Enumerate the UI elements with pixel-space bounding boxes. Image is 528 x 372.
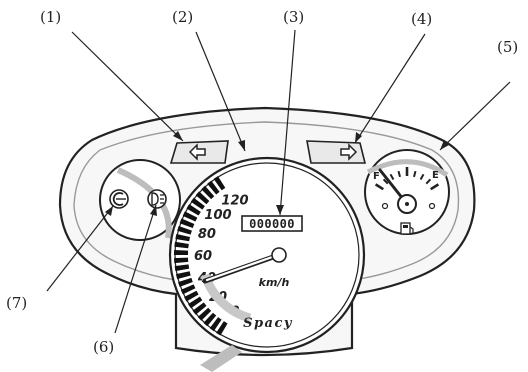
speed-scale-segment bbox=[190, 197, 205, 210]
speed-scale-segment bbox=[209, 317, 222, 332]
leader-lines bbox=[46, 29, 511, 334]
callout-1: (1) bbox=[40, 8, 62, 26]
brand-logo: Spacy bbox=[243, 316, 293, 331]
speed-scale-segment bbox=[186, 204, 201, 216]
panel-inner-rim bbox=[73, 121, 460, 281]
callout-arrowheads bbox=[105, 131, 449, 216]
callout-6: (6) bbox=[93, 338, 115, 356]
indicator-pod bbox=[99, 159, 181, 241]
speed-scale-segment bbox=[174, 241, 189, 249]
callout-2: (2) bbox=[172, 8, 194, 26]
fuel-gauge-tick bbox=[382, 178, 389, 185]
speed-scale-segment bbox=[182, 211, 198, 222]
speed-scale-label: 120 bbox=[221, 194, 248, 209]
speed-scale-segment bbox=[195, 191, 210, 205]
callout-4: (4) bbox=[411, 10, 433, 28]
speed-scale-segment bbox=[192, 302, 207, 315]
right-turn-indicator-icon bbox=[306, 140, 367, 164]
speed-unit-label: km/h bbox=[259, 276, 290, 289]
speedometer-hub bbox=[271, 247, 287, 263]
fuel-gauge-scale bbox=[374, 167, 440, 191]
fuel-gauge-pod bbox=[364, 149, 450, 235]
speed-scale-segment bbox=[184, 290, 199, 302]
fuel-gauge-tick bbox=[374, 183, 384, 191]
fuel-pump-icon bbox=[400, 222, 414, 235]
speedometer-scale bbox=[173, 176, 228, 336]
callout-7: (7) bbox=[6, 294, 28, 312]
speed-scale-segment bbox=[201, 185, 215, 200]
speed-scale-segment bbox=[174, 264, 190, 272]
speed-scale-segment bbox=[203, 312, 217, 327]
speed-scale-segment bbox=[213, 176, 226, 191]
speed-scale-label: 80 bbox=[198, 227, 216, 242]
speed-scale-segment bbox=[207, 180, 220, 195]
fuel-gauge-screw-left bbox=[381, 202, 389, 210]
fuel-gauge-screw-right bbox=[428, 202, 436, 210]
speed-scale-segment bbox=[188, 296, 203, 309]
left-turn-indicator-icon bbox=[169, 140, 229, 164]
odometer-readout: 000000 bbox=[249, 217, 295, 231]
speed-scale-label: 100 bbox=[204, 208, 231, 223]
callout-3: (3) bbox=[283, 8, 305, 26]
speed-scale-segment bbox=[197, 307, 212, 321]
fuel-gauge-tick bbox=[413, 170, 417, 178]
fuel-gauge-tick bbox=[425, 178, 432, 185]
fuel-gauge-tick bbox=[389, 173, 395, 180]
speed-scale-segment bbox=[180, 284, 196, 295]
speedometer-needle-core bbox=[205, 254, 277, 282]
high-beam-indicator-icon bbox=[147, 189, 167, 209]
fuel-gauge-tick bbox=[419, 173, 425, 180]
speed-scale-segment bbox=[175, 233, 191, 242]
fuel-gauge-tick bbox=[397, 170, 401, 178]
callout-5: (5) bbox=[497, 38, 519, 56]
odometer-frame bbox=[241, 215, 303, 232]
fuel-full-label: F bbox=[373, 171, 380, 182]
fuel-gauge-tick bbox=[430, 183, 440, 191]
speed-scale-segment bbox=[178, 277, 193, 287]
fuel-empty-label: E bbox=[432, 170, 439, 181]
speed-scale-segment bbox=[175, 271, 191, 280]
speed-scale-segment bbox=[179, 218, 195, 229]
fuel-gauge-hub-center bbox=[405, 202, 409, 206]
speed-scale-segment bbox=[216, 321, 228, 336]
speed-scale-label: 60 bbox=[194, 249, 212, 264]
decorative-stroke bbox=[200, 345, 242, 372]
speed-scale-segment bbox=[177, 225, 192, 235]
oil-warning-indicator-icon bbox=[109, 189, 129, 209]
